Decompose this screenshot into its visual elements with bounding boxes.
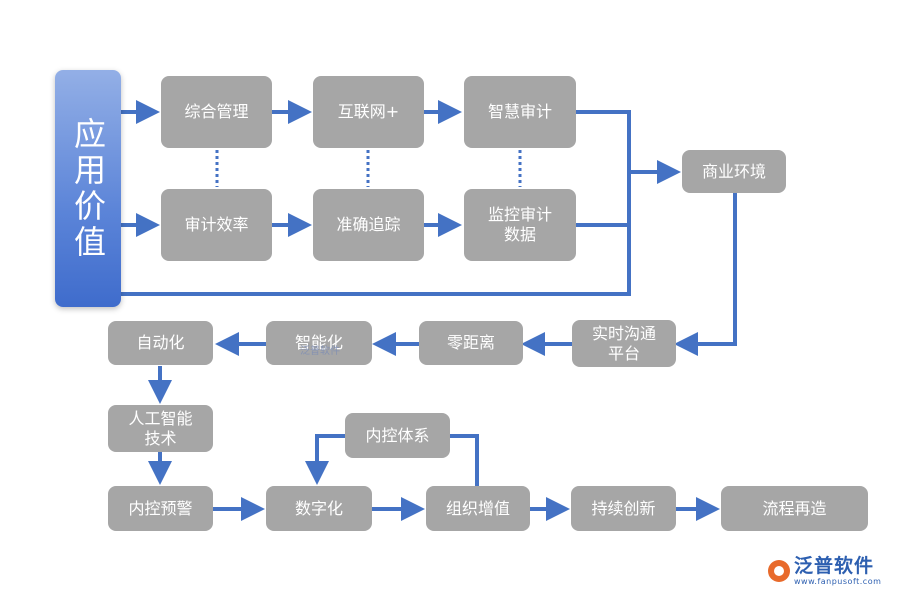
node-zero-distance: 零距离 [419, 321, 523, 365]
application-value-label: 应用价值 [69, 116, 107, 261]
node-monitor-audit-data: 监控审计 数据 [464, 189, 576, 261]
arrow-n7-to-n8 [674, 193, 737, 356]
brand-url: www.fanpusoft.com [794, 577, 882, 586]
connector-main-bottom-merge [121, 172, 631, 296]
node-internal-control-system: 内控体系 [345, 413, 450, 458]
brand-logo: 泛普软件 www.fanpusoft.com [768, 555, 881, 587]
node-smart-audit: 智慧审计 [464, 76, 576, 148]
application-value-box: 应用价值 [55, 70, 121, 307]
node-continuous-innovation: 持续创新 [571, 486, 676, 531]
connector-n3-merge [576, 110, 631, 172]
node-comprehensive-management: 综合管理 [161, 76, 272, 148]
node-internal-control-warning: 内控预警 [108, 486, 213, 531]
node-business-environment: 商业环境 [682, 150, 786, 193]
node-digitalization: 数字化 [266, 486, 372, 531]
node-organizational-value-added: 组织增值 [426, 486, 530, 531]
node-realtime-communication-platform: 实时沟通 平台 [572, 320, 676, 367]
node-ai-technology: 人工智能 技术 [108, 405, 213, 452]
brand-name: 泛普软件 [794, 555, 875, 577]
node-process-reengineering: 流程再造 [721, 486, 868, 531]
arrow-n18-to-n14 [305, 434, 345, 485]
brand-logo-icon [768, 560, 790, 582]
node-accurate-tracking: 准确追踪 [313, 189, 424, 261]
watermark-text: 泛普软件 [300, 346, 340, 357]
node-intelligent: 智能化 [266, 321, 372, 365]
node-internet-plus: 互联网+ [313, 76, 424, 148]
node-audit-efficiency: 审计效率 [161, 189, 272, 261]
connector-n6-merge [576, 172, 631, 227]
brand-logo-text: 泛普软件 www.fanpusoft.com [794, 555, 881, 587]
node-automation: 自动化 [108, 321, 213, 365]
